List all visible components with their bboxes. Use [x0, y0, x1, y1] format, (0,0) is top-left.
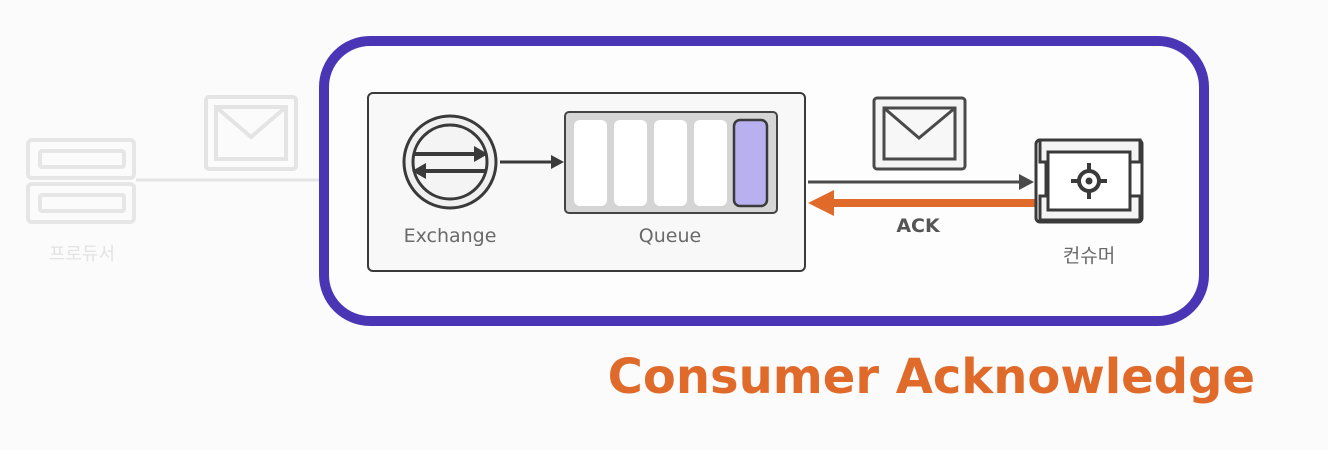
- consumer-target-icon: [1034, 138, 1144, 224]
- queue-slot: [694, 120, 727, 206]
- exchange-arrows-icon: [402, 114, 498, 210]
- queue-slot: [654, 120, 687, 206]
- delivery-arrow: [808, 174, 1034, 190]
- exchange-label: Exchange: [404, 225, 497, 247]
- ack-label: ACK: [896, 215, 941, 237]
- queue: [564, 111, 778, 214]
- queue-slot-filled: [732, 118, 769, 208]
- envelope-icon: [872, 96, 967, 171]
- queue-slot: [614, 120, 647, 206]
- producer-label: 프로듀서: [49, 244, 115, 265]
- ack-arrow: [808, 190, 1036, 216]
- queue-slot: [574, 120, 607, 206]
- exchange-to-queue-arrow: [500, 155, 564, 169]
- envelope-icon: [204, 95, 298, 171]
- queue-label: Queue: [639, 225, 701, 247]
- producer-group: 프로듀서: [26, 138, 136, 265]
- server-stack-icon: [26, 138, 136, 224]
- caption-title: Consumer Acknowledge: [608, 349, 1255, 405]
- consumer-label: 컨슈머: [1063, 245, 1115, 267]
